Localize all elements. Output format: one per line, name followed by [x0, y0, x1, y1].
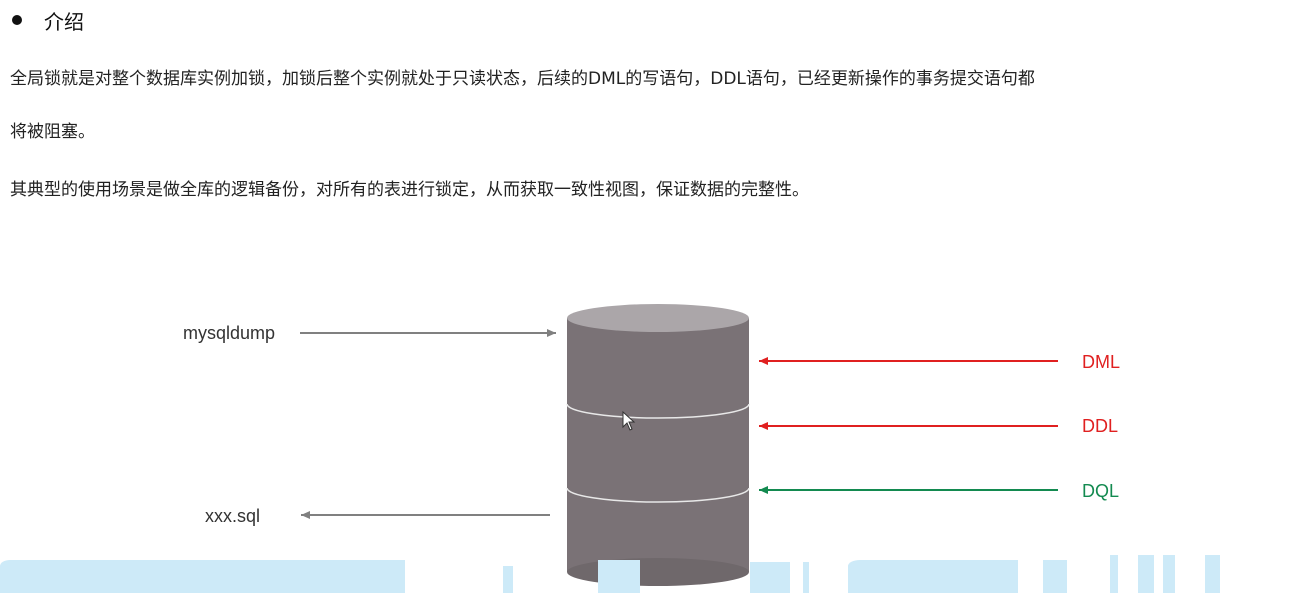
paragraph-2: 将被阻塞。 — [10, 122, 95, 142]
dml-label: DML — [1082, 352, 1120, 372]
database-cylinder-icon — [566, 304, 750, 586]
highlight-band-11 — [1205, 555, 1220, 593]
section-title: 介绍 — [44, 9, 84, 34]
paragraph-1: 全局锁就是对整个数据库实例加锁，加锁后整个实例就处于只读状态，后续的DML的写语… — [10, 69, 1035, 89]
highlight-band-5 — [803, 562, 809, 593]
highlight-band-1 — [0, 560, 405, 593]
highlight-band-2 — [503, 566, 513, 593]
highlight-band-3 — [598, 560, 640, 593]
ddl-label: DDL — [1082, 416, 1118, 436]
section-heading: 介绍 — [12, 5, 84, 35]
mysqldump-label: mysqldump — [183, 323, 275, 343]
mouse-cursor-icon — [622, 410, 636, 431]
bullet-icon — [12, 15, 22, 25]
dql-label: DQL — [1082, 481, 1119, 501]
highlight-band-6 — [848, 560, 1018, 593]
highlight-band-8 — [1110, 555, 1118, 593]
highlight-band-10 — [1163, 555, 1175, 593]
paragraph-3: 其典型的使用场景是做全库的逻辑备份，对所有的表进行锁定，从而获取一致性视图，保证… — [10, 180, 809, 200]
xxx-sql-label: xxx.sql — [205, 506, 260, 526]
highlight-band-7 — [1043, 560, 1067, 593]
highlight-band-9 — [1138, 555, 1154, 593]
highlight-band-4 — [750, 562, 790, 593]
